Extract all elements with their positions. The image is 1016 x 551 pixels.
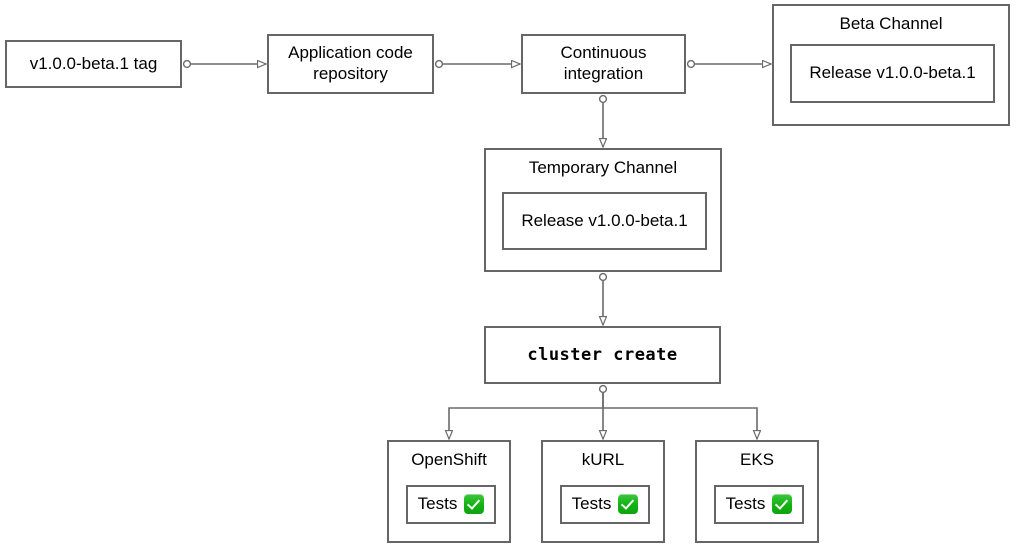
inner-openshift-tests[interactable]: Tests [406,485,496,524]
edge-temporary-channel-to-cluster-create [600,272,608,325]
white-check-mark-icon [772,494,793,515]
white-check-mark-icon [618,494,639,515]
edge-repository-to-ci [434,59,520,68]
edge-ci-to-temporary-channel [600,94,608,147]
node-cluster-create[interactable]: cluster create [484,326,721,384]
container-temporary-channel[interactable]: Temporary Channel Release v1.0.0-beta.1 [484,148,722,272]
node-application-code-repository-label: Application code repository [288,43,413,83]
container-kurl[interactable]: kURL Tests [541,440,665,543]
inner-beta-channel-release-label: Release v1.0.0-beta.1 [809,63,976,83]
inner-beta-channel-release[interactable]: Release v1.0.0-beta.1 [790,44,995,103]
node-application-code-repository[interactable]: Application code repository [267,34,434,94]
white-check-mark-icon [464,494,485,515]
inner-temporary-channel-release-label: Release v1.0.0-beta.1 [521,210,688,230]
container-kurl-title: kURL [581,450,625,469]
container-temporary-channel-title: Temporary Channel [528,158,678,177]
inner-kurl-tests[interactable]: Tests [560,485,650,524]
node-cluster-create-label: cluster create [527,344,678,365]
inner-openshift-tests-label: Tests [417,494,458,514]
edge-tag-to-repository [182,59,266,68]
node-version-tag[interactable]: v1.0.0-beta.1 tag [5,40,182,88]
container-beta-channel-title: Beta Channel [839,14,943,33]
container-eks-title: EKS [739,450,775,469]
edge-cluster-create-to-eks [603,407,757,439]
container-beta-channel[interactable]: Beta Channel Release v1.0.0-beta.1 [772,4,1010,126]
inner-kurl-tests-label: Tests [571,494,612,514]
inner-eks-tests[interactable]: Tests [714,485,804,524]
inner-temporary-channel-release[interactable]: Release v1.0.0-beta.1 [502,192,707,250]
container-eks[interactable]: EKS Tests [695,440,819,543]
node-version-tag-label: v1.0.0-beta.1 tag [29,53,158,73]
node-continuous-integration-label: Continuous integration [560,43,647,83]
edge-ci-to-beta-channel [686,59,771,68]
container-openshift-title: OpenShift [411,450,487,469]
container-openshift[interactable]: OpenShift Tests [387,440,511,543]
edge-cluster-create-to-openshift [449,384,608,439]
node-continuous-integration[interactable]: Continuous integration [521,34,686,94]
inner-eks-tests-label: Tests [725,494,766,514]
